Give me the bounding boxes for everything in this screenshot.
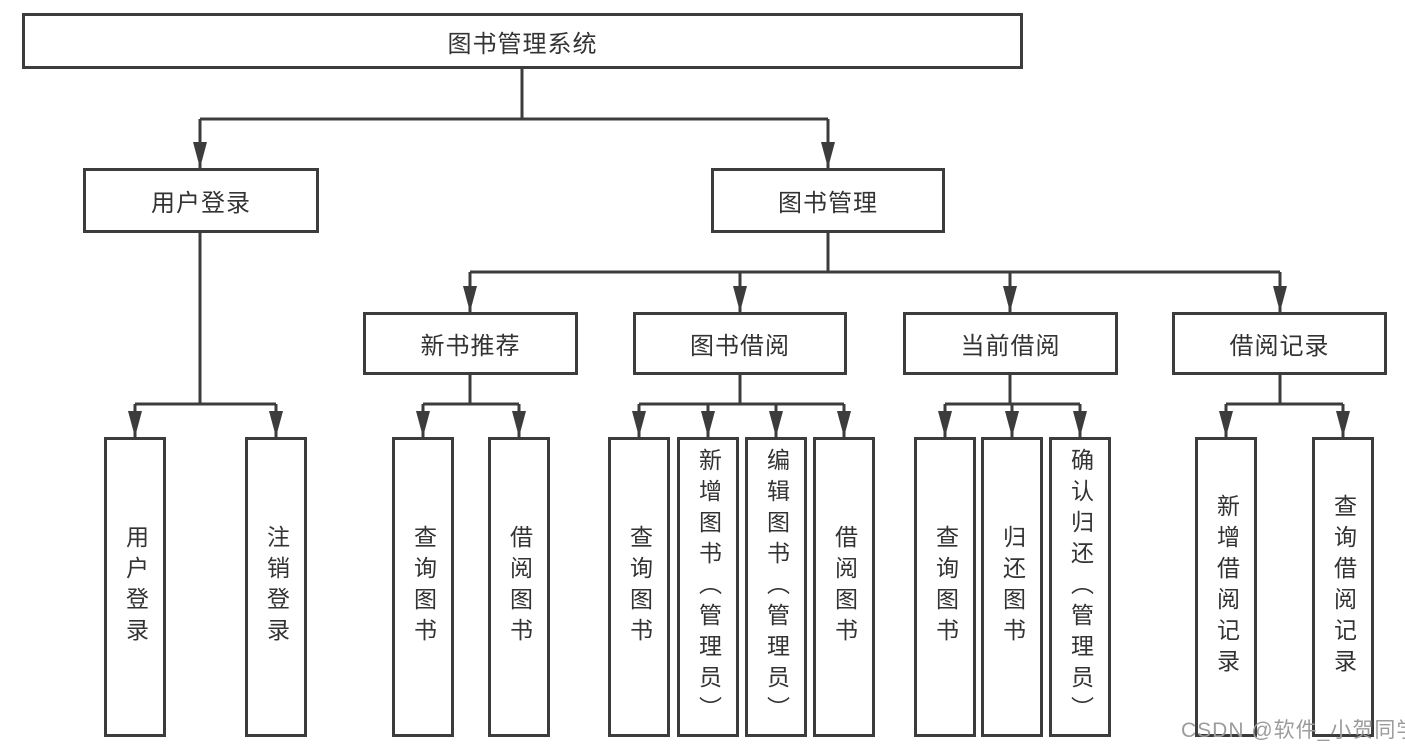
- leaf-borrow-books-recommend: 借阅图书: [488, 437, 550, 737]
- leaf-user-login: 用户登录: [104, 437, 166, 737]
- node-label: 图书借阅: [690, 333, 790, 360]
- leaf-query-books-current: 查询图书: [914, 437, 976, 737]
- leaf-add-borrow-record: 新增借阅记录: [1195, 437, 1257, 737]
- node-label: 查询借阅记录: [1330, 494, 1357, 680]
- leaf-return-books: 归还图书: [981, 437, 1043, 737]
- node-label: 借阅记录: [1229, 333, 1330, 360]
- node-label: 用户登录: [122, 525, 149, 649]
- node-label: 新增借阅记录: [1213, 494, 1240, 680]
- leaf-edit-books-admin: 编辑图书（管理员）: [745, 437, 807, 737]
- node-label: 借阅图书: [506, 525, 533, 649]
- node-label: 用户登录: [151, 190, 251, 217]
- node-book-management: 图书管理: [711, 168, 945, 233]
- node-borrowing-records: 借阅记录: [1172, 312, 1387, 375]
- node-label: 查询图书: [626, 525, 653, 649]
- node-current-borrowing: 当前借阅: [903, 312, 1118, 375]
- node-label: 图书管理系统: [447, 30, 598, 58]
- leaf-confirm-return-admin: 确认归还（管理员）: [1049, 437, 1111, 737]
- node-label: 查询图书: [932, 525, 959, 649]
- node-label: 借阅图书: [831, 525, 858, 649]
- leaf-add-books-admin: 新增图书（管理员）: [677, 437, 739, 737]
- node-library-system: 图书管理系统: [22, 13, 1023, 69]
- node-label: 查询图书: [410, 525, 437, 649]
- node-book-borrowing: 图书借阅: [633, 312, 847, 375]
- node-label: 确认归还（管理员）: [1067, 447, 1094, 727]
- leaf-logout: 注销登录: [245, 437, 307, 737]
- node-label: 当前借阅: [960, 333, 1061, 360]
- node-user-login: 用户登录: [83, 168, 319, 233]
- node-label: 新书推荐: [420, 333, 521, 360]
- node-label: 注销登录: [263, 525, 290, 649]
- csdn-watermark: CSDN @软件_小贺同学: [1181, 719, 1405, 742]
- leaf-query-borrow-record: 查询借阅记录: [1312, 437, 1374, 737]
- leaf-query-books-borrowing: 查询图书: [608, 437, 670, 737]
- leaf-query-books-recommend: 查询图书: [392, 437, 454, 737]
- node-label: 归还图书: [999, 525, 1026, 649]
- node-new-book-recommendation: 新书推荐: [363, 312, 578, 375]
- node-label: 新增图书（管理员）: [695, 447, 722, 727]
- node-label: 编辑图书（管理员）: [763, 447, 790, 727]
- leaf-borrow-books-borrowing: 借阅图书: [813, 437, 875, 737]
- node-label: 图书管理: [778, 190, 878, 217]
